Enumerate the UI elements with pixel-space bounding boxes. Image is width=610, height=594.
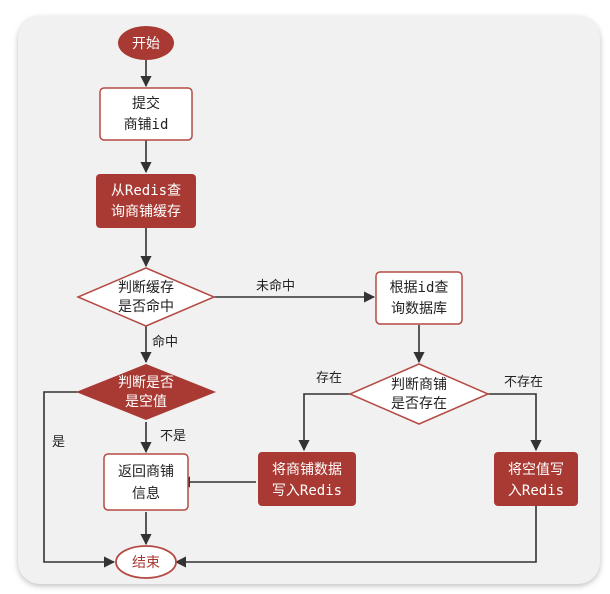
edge-label-hit: 命中: [152, 334, 178, 350]
submit-label-2: 商铺id: [124, 117, 169, 133]
write-redis-label-2: 写入Redis: [272, 483, 342, 499]
write-empty-node: 将空值写 入Redis: [494, 452, 578, 506]
check-exists-label-1: 判断商铺: [391, 377, 447, 393]
submit-node: 提交 商铺id: [99, 87, 193, 141]
write-empty-label-1: 将空值写: [508, 462, 564, 478]
check-cache-node: 判断缓存 是否命中: [76, 267, 216, 327]
check-exists-node: 判断商铺 是否存在: [348, 363, 490, 425]
return-info-node: 返回商铺 信息: [103, 453, 189, 511]
query-cache-node: 从Redis查 询商铺缓存: [96, 174, 196, 228]
check-empty-node: 判断是否 是空值: [76, 364, 216, 420]
edge-label-is: 是: [52, 435, 65, 450]
start-label: 开始: [132, 36, 160, 52]
end-label: 结束: [132, 555, 160, 571]
edge-writeempty-end: [174, 506, 537, 568]
return-info-label-1: 返回商铺: [118, 464, 174, 480]
write-redis-node: 将商铺数据 写入Redis: [258, 452, 356, 506]
start-node: 开始: [118, 26, 174, 60]
edges: [43, 60, 542, 568]
end-node: 结束: [115, 545, 177, 579]
write-empty-label-2: 入Redis: [508, 483, 564, 499]
edge-label-exists: 存在: [316, 371, 342, 386]
submit-label-1: 提交: [132, 95, 160, 112]
edge-notexists-writeempty: [488, 393, 542, 452]
edge-empty-end: [43, 391, 116, 568]
check-empty-label-1: 判断是否: [118, 375, 174, 391]
check-cache-label-2: 是否命中: [118, 298, 174, 315]
check-empty-label-2: 是空值: [125, 394, 167, 410]
return-info-label-2: 信息: [132, 485, 160, 502]
edge-label-not-is: 不是: [160, 429, 186, 444]
check-cache-label-1: 判断缓存: [118, 280, 174, 296]
query-db-label-2: 询数据库: [391, 301, 447, 317]
check-exists-label-2: 是否存在: [391, 396, 447, 412]
query-db-label-1: 根据id查: [390, 280, 449, 296]
edge-label-miss: 未命中: [256, 278, 295, 294]
write-redis-label-1: 将商铺数据: [272, 462, 342, 478]
edge-label-not-exists: 不存在: [504, 375, 543, 390]
query-db-node: 根据id查 询数据库: [375, 271, 463, 325]
edge-exists-write: [298, 393, 352, 452]
query-cache-label-1: 从Redis查: [111, 183, 181, 199]
query-cache-label-2: 询商铺缓存: [111, 204, 181, 220]
